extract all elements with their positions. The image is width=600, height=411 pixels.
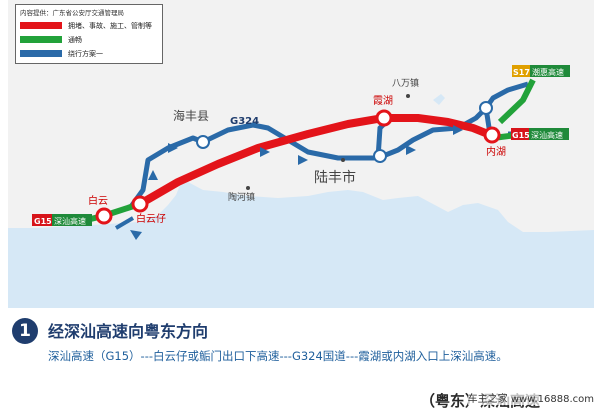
coast-inlet [148, 215, 166, 230]
congestion-route [136, 114, 497, 208]
arrow-4 [298, 155, 308, 165]
arrow-1 [148, 170, 158, 180]
legend-label-clear: 通畅 [68, 35, 82, 44]
lake [433, 94, 445, 105]
step-number: 1 [12, 318, 38, 344]
legend-item-clear: 通畅 [20, 35, 82, 44]
label-g324: G324 [230, 116, 259, 127]
legend-item-congestion: 拥堵、事故、施工、管制等 [20, 21, 152, 30]
arrow-5 [406, 145, 416, 155]
label-lufeng: 陆丰市 [314, 169, 356, 186]
node-baiyunzai [131, 195, 149, 213]
watermark: 车主之家 www.16888.com [467, 390, 594, 405]
shield-top-code: S17 [513, 68, 530, 77]
legend-swatch-detour [20, 50, 62, 57]
node-neihu [483, 126, 501, 144]
label-babang: 八万镇 [392, 77, 419, 89]
shield-left-code: G15 [34, 217, 52, 226]
shield-right-code: G15 [512, 131, 530, 140]
shield-left-name: 深汕高速 [54, 216, 86, 226]
node-w2 [373, 149, 387, 163]
legend-label-detour: 绕行方案一 [68, 49, 103, 58]
label-taohe: 陶河镇 [228, 191, 255, 203]
label-baiyunzai: 白云仔 [136, 212, 166, 225]
direction-arrows [130, 125, 463, 240]
arrow-2 [168, 143, 178, 153]
node-baiyun [95, 207, 113, 225]
nodes [95, 101, 501, 225]
town-dot-babang [406, 94, 410, 98]
arrow-6 [453, 125, 463, 135]
step-description: 深汕高速（G15）---白云仔或鲘门出口下高速---G324国道---霞湖或内湖… [48, 349, 508, 363]
shield-left: G15 深汕高速 [32, 214, 92, 226]
shield-right-name: 深汕高速 [531, 130, 563, 140]
detour-route-5 [114, 216, 135, 230]
map-legend: 内容提供：广东省公安厅交通管理局 拥堵、事故、施工、管制等 通畅 绕行方案一 [15, 4, 163, 64]
step-title: 经深汕高速向粤东方向 [48, 322, 209, 341]
sea-area [8, 182, 594, 308]
detour-route [127, 81, 529, 210]
clear-route-top [497, 78, 536, 125]
shield-top: S17 潮惠高速 [512, 65, 570, 77]
route-map: 海丰县 G324 八万镇 霞湖 陆丰市 陶河镇 白云 白云仔 内湖 G15 深汕… [8, 0, 594, 308]
node-w1 [196, 135, 210, 149]
shield-top-name: 潮惠高速 [532, 67, 564, 77]
label-xiahu: 霞湖 [373, 95, 393, 107]
shield-right: G15 深汕高速 [511, 128, 569, 140]
node-xiahu [375, 109, 393, 127]
label-haifeng: 海丰县 [173, 108, 209, 123]
arrow-3 [260, 147, 270, 157]
arrow-7 [130, 230, 142, 240]
town-dot-lufeng [341, 158, 345, 162]
town-dot-taohe [246, 186, 250, 190]
label-neihu: 内湖 [486, 145, 506, 158]
label-baiyun: 白云 [88, 194, 108, 207]
legend-swatch-clear [20, 36, 62, 43]
legend-source: 内容提供：广东省公安厅交通管理局 [20, 9, 124, 17]
node-w3 [479, 101, 493, 115]
legend-swatch-congestion [20, 22, 62, 29]
legend-label-congestion: 拥堵、事故、施工、管制等 [68, 21, 152, 30]
legend-item-detour: 绕行方案一 [20, 49, 103, 58]
